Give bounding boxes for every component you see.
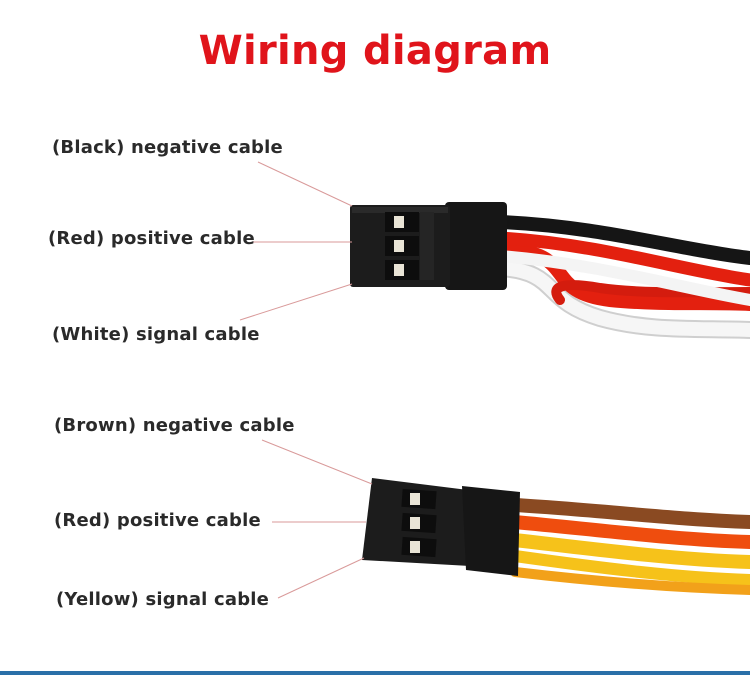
diagram-title: Wiring diagram <box>198 28 552 74</box>
label-black-negative: (Black) negative cable <box>52 137 283 158</box>
leader-line-brown <box>261 439 373 485</box>
connector-2-wires <box>508 498 750 595</box>
label-white-signal: (White) signal cable <box>52 324 260 345</box>
label-brown-negative: (Brown) negative cable <box>54 415 295 436</box>
label-red-positive-bottom: (Red) positive cable <box>54 510 261 531</box>
leader-line-black <box>257 161 353 207</box>
label-red-positive-top: (Red) positive cable <box>48 228 255 249</box>
connector-2-housing <box>362 478 520 576</box>
connector-1-wires <box>491 215 750 339</box>
label-yellow-signal: (Yellow) signal cable <box>56 589 270 610</box>
leader-lines <box>239 161 373 599</box>
leader-line-yellow <box>277 557 365 599</box>
connector-1-housing <box>350 202 507 290</box>
bottom-border <box>0 671 750 675</box>
leader-line-white <box>239 283 353 321</box>
